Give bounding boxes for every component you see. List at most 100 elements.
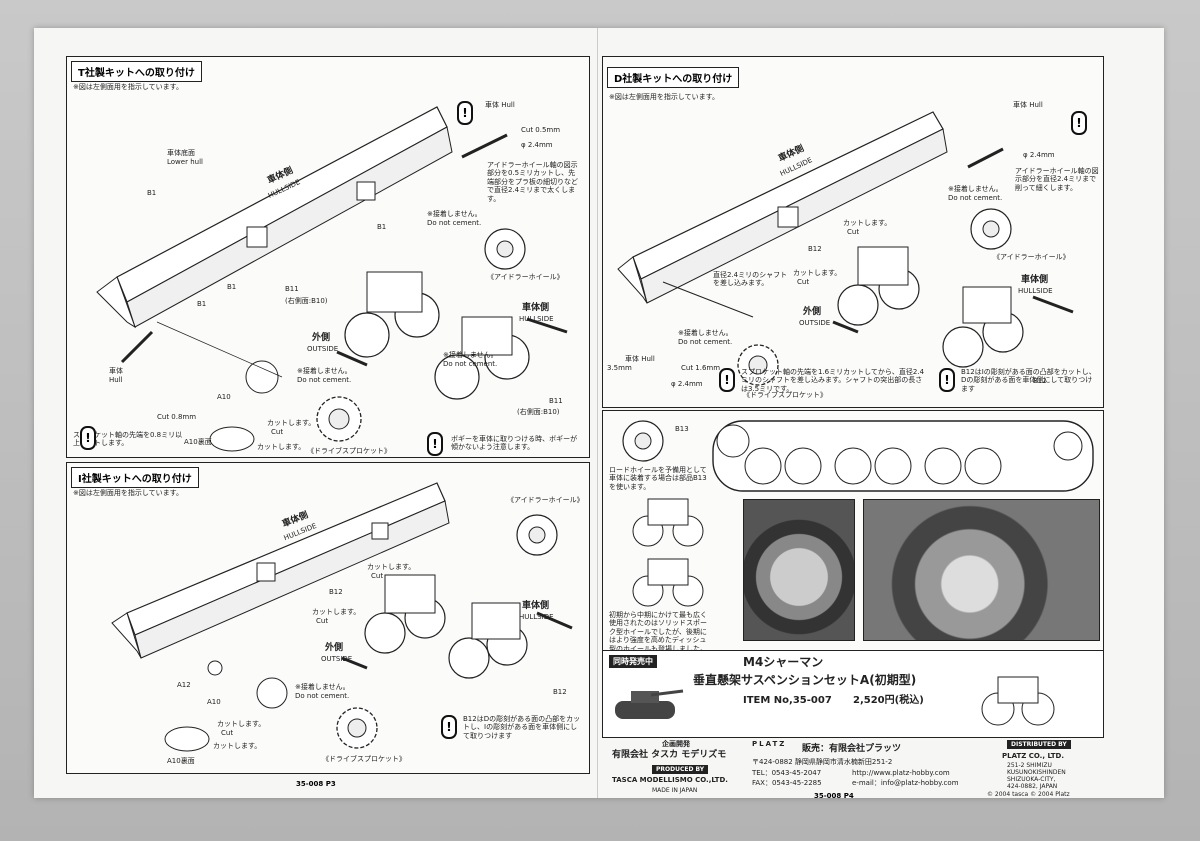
cut-jp: カットします。 — [217, 720, 266, 728]
dim-35-label: 3.5mm — [607, 364, 632, 372]
no-cement-en: Do not cement. — [948, 194, 1003, 202]
address-line-2: KUSUNOKISHINDEN — [1007, 769, 1066, 776]
warning-icon: ! — [939, 368, 955, 392]
cut-en: Cut — [221, 729, 234, 737]
outside-jp: 外側 — [312, 333, 331, 343]
part-b1-label: B1 — [227, 283, 237, 291]
b12-note: B12はIの彫刻がある面の凸部をカットし、Dの彫刻がある面を車体側にして取りつけ… — [961, 368, 1096, 393]
diameter-24-label: φ 2.4mm — [1023, 151, 1055, 159]
cut-jp: カットします。 — [257, 443, 306, 451]
idler-wheel-label: 《アイドラーホイール》 — [487, 273, 564, 281]
panel-i-heading: I社製キットへの取り付け — [71, 467, 199, 488]
part-b1-label: B1 — [197, 300, 207, 308]
drive-sprocket-label: 《ドライブスプロケット》 — [307, 447, 391, 455]
hull-label: 車体 Hull — [485, 101, 515, 109]
lower-hull-label-en: Lower hull — [167, 158, 203, 166]
hullside-jp: 車体側 — [522, 303, 550, 313]
panel-d-note: ※図は左側面用を指示しています。 — [609, 93, 719, 101]
history-note: 初期から中期にかけて最も広く使用されたのはソリッドスポーク型ホイールでしたが、後… — [609, 611, 707, 653]
postal-address: 〒424-0882 静岡県静岡市清水楠新田251-2 — [752, 758, 893, 766]
new-release-banner: 同時発売中 M4シャーマン 垂直懸架サスペンションセットA(初期型) ITEM … — [602, 650, 1104, 738]
address-line-1: 251-2 SHIMIZU — [1007, 762, 1052, 769]
panel-t-kit: T社製キットへの取り付け ※図は左側面用を指示しています。 — [66, 56, 590, 458]
part-b11-label: B11 — [549, 397, 563, 405]
outside-en: OUTSIDE — [321, 655, 353, 663]
cut-en: Cut — [371, 572, 384, 580]
cut-jp: カットします。 — [312, 608, 361, 616]
website-link[interactable]: http://www.platz-hobby.com — [852, 769, 950, 777]
cut-jp: カットします。 — [213, 742, 262, 750]
warning-icon: ! — [1071, 111, 1087, 135]
platz-logo: PLATZ — [752, 740, 787, 748]
cut-16-label: Cut 1.6mm — [681, 364, 721, 372]
item-number: ITEM No,35-007 — [743, 695, 832, 706]
wheel-photo-1 — [743, 499, 855, 641]
distributed-by-badge: DISTRIBUTED BY — [1007, 740, 1071, 749]
cut-jp: カットします。 — [267, 419, 316, 427]
footer-credits: 企画開発 有限会社 タスカ モデリズモ PRODUCED BY TASCA MO… — [602, 740, 1102, 798]
hullside-jp: 車体側 — [1021, 275, 1049, 285]
i-kit-assembly-drawing — [111, 482, 573, 752]
shaft-note: 直径2.4ミリのシャフトを差し込みます。 — [713, 271, 788, 288]
product-name: M4シャーマン — [743, 655, 824, 669]
no-cement-en: Do not cement. — [427, 219, 482, 227]
hullside-en: HULLSIDE — [519, 315, 554, 323]
bogie-note: ボギーを車体に取りつける時、ボギーが傾かないよう注意します。 — [451, 435, 578, 452]
a10-back-label: A10裏面 — [167, 757, 195, 765]
outside-jp: 外側 — [325, 643, 344, 653]
hull-label: 車体 Hull — [1013, 101, 1043, 109]
part-b11-alt-label: (右側面:B10) — [517, 408, 560, 416]
outside-jp: 外側 — [803, 307, 822, 317]
product-price: 2,520円(税込) — [853, 695, 924, 706]
page-p3: T社製キットへの取り付け ※図は左側面用を指示しています。 — [34, 28, 598, 798]
a10-back-label: A10裏面 — [184, 438, 212, 446]
drive-sprocket-label: 《ドライブスプロケット》 — [743, 391, 827, 399]
outside-en: OUTSIDE — [799, 319, 831, 327]
hull2-en: Hull — [109, 376, 123, 384]
fax: FAX：0543-45-2285 — [752, 779, 822, 787]
no-cement-jp: ※接着しません。 — [297, 367, 352, 375]
sprocket-note: スプロケット軸の先端を1.6ミリカットしてから、直径2.4ミリのシャフトを差し込… — [741, 368, 925, 393]
banner-illustrations — [615, 676, 1055, 726]
wheel-photo-2 — [863, 499, 1100, 641]
no-cement-jp: ※接着しません。 — [948, 185, 1003, 193]
lower-hull-label-jp: 車体底面 — [167, 149, 195, 157]
warning-icon: ! — [80, 426, 96, 450]
page-number-p4: 35-008 P4 — [814, 792, 854, 800]
b12-note: B12はDの彫刻がある面の凸部をカットし、Iの彫刻がある面を車体側にして取りつけ… — [463, 715, 581, 740]
part-b1-label: B1 — [377, 223, 387, 231]
no-cement-jp: ※接着しません。 — [678, 329, 733, 337]
diameter-24-label: φ 2.4mm — [671, 380, 703, 388]
part-b11-label: B11 — [285, 285, 299, 293]
instruction-sheet: T社製キットへの取り付け ※図は左側面用を指示しています。 — [34, 28, 1164, 800]
part-b11-alt-label: (右側面:B10) — [285, 297, 328, 305]
warning-icon: ! — [441, 715, 457, 739]
part-a10-label: A10 — [217, 393, 231, 401]
part-b12-label: B12 — [1033, 377, 1047, 385]
cut-05-label: Cut 0.5mm — [521, 126, 561, 134]
plan-label: 企画開発 — [662, 740, 690, 748]
page-p4: D社製キットへの取り付け ※図は左側面用を指示しています。 — [599, 28, 1162, 798]
idler-wheel-label: 《アイドラーホイール》 — [993, 253, 1070, 261]
hull2-label: 車体 Hull — [625, 355, 655, 363]
panel-d-heading: D社製キットへの取り付け — [607, 67, 740, 88]
idler-wheel-label: 《アイドラーホイール》 — [507, 496, 584, 504]
new-release-badge: 同時発売中 — [609, 655, 657, 668]
panel-d-kit: D社製キットへの取り付け ※図は左側面用を指示しています。 — [602, 56, 1104, 408]
part-b12-label: B12 — [553, 688, 567, 696]
panel-t-heading: T社製キットへの取り付け — [71, 61, 202, 82]
idler-note: アイドラーホイール軸の図示部分を0.5ミリカットし、先端部分をプラ板の細切りなど… — [487, 161, 578, 203]
email-link[interactable]: e-mail：info@platz-hobby.com — [852, 779, 959, 787]
no-cement-en: Do not cement. — [297, 376, 352, 384]
idler-note: アイドラーホイール軸の図示部分を直径2.4ミリまで削って細くします。 — [1015, 167, 1099, 192]
hullside-en: HULLSIDE — [519, 613, 554, 621]
warning-icon: ! — [719, 368, 735, 392]
hullside-jp: 車体側 — [522, 601, 550, 611]
outside-en: OUTSIDE — [307, 345, 339, 353]
cut-jp: カットします。 — [843, 219, 892, 227]
panel-i-note: ※図は左側面用を指示しています。 — [73, 489, 183, 497]
panel-t-note: ※図は左側面用を指示しています。 — [73, 83, 183, 91]
address-line-3: SHIZUOKA-CITY, — [1007, 776, 1056, 783]
cut-jp: カットします。 — [367, 563, 416, 571]
panel-i-kit: I社製キットへの取り付け ※図は左側面用を指示しています。 — [66, 462, 590, 774]
